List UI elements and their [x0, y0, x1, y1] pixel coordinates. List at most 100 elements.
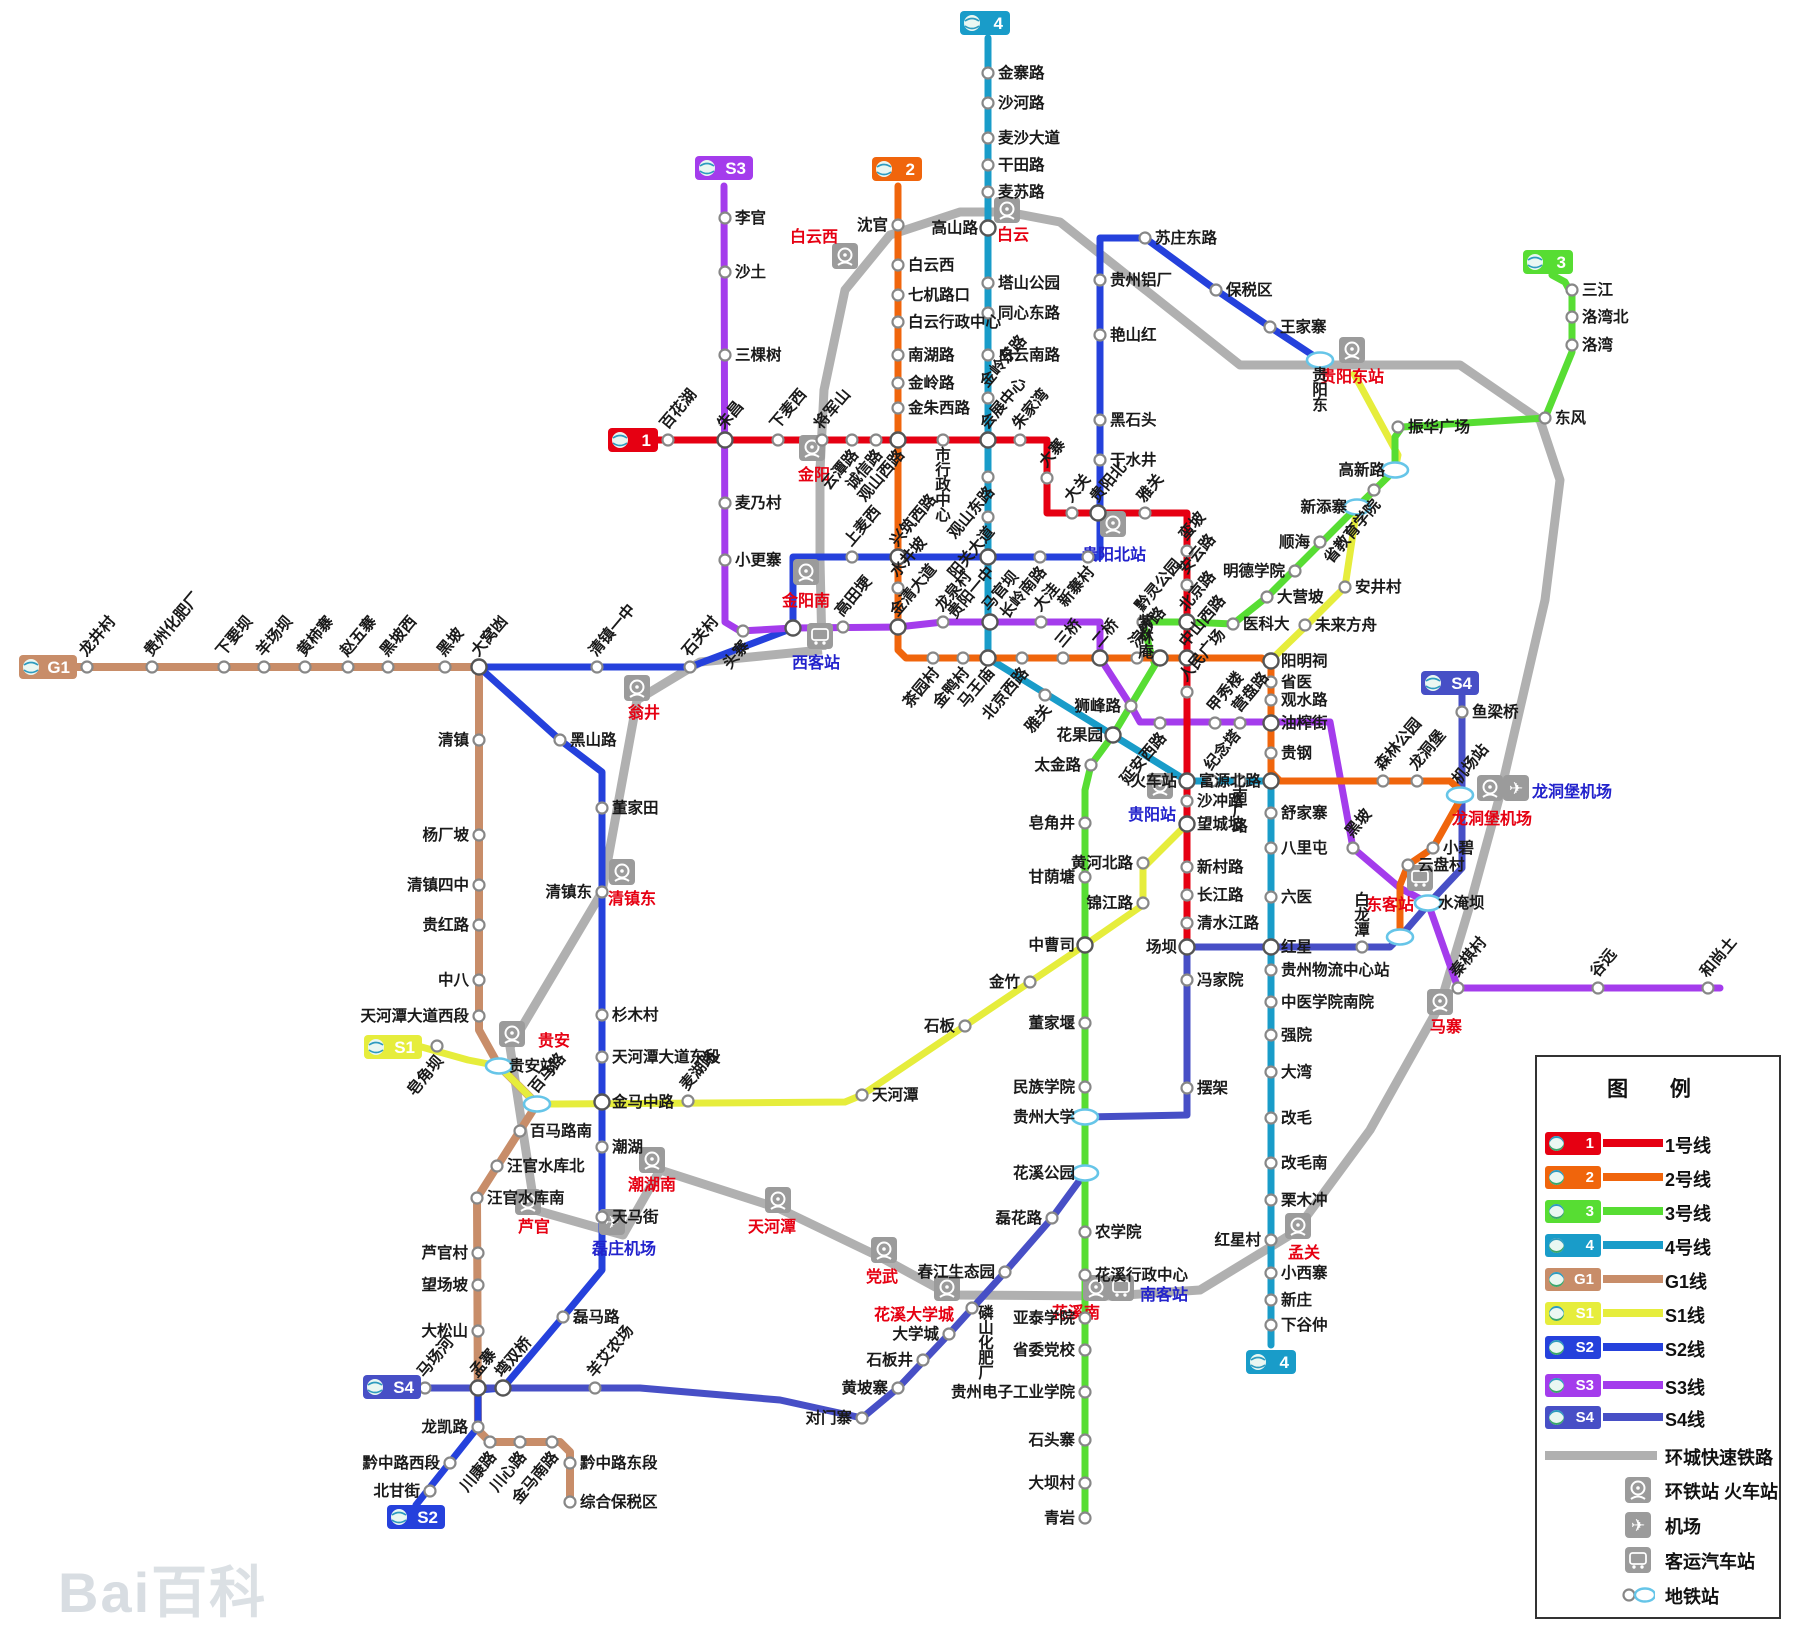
station-潮湖[interactable] [595, 1140, 609, 1154]
station-清镇四中[interactable] [472, 878, 486, 892]
station-蛮坡[interactable] [1180, 544, 1194, 558]
station-下麦西[interactable] [771, 433, 785, 447]
station-大湾[interactable] [1264, 1065, 1278, 1079]
station-清水江路[interactable] [1180, 916, 1194, 930]
station-黄坡寨[interactable] [891, 1381, 905, 1395]
station-长岭南路[interactable] [1033, 550, 1047, 564]
station-塔山公园[interactable] [981, 276, 995, 290]
station-石头寨[interactable] [1078, 1433, 1092, 1447]
station-杨厂坡[interactable] [472, 828, 486, 842]
station-东客站[interactable] [1385, 928, 1415, 946]
station-冯家院[interactable] [1180, 973, 1194, 987]
station-省医[interactable] [1264, 675, 1278, 689]
station-头寨[interactable] [736, 624, 750, 638]
station-皂角坝[interactable] [430, 1039, 444, 1053]
station-高田埂[interactable] [836, 620, 850, 634]
station-安云路[interactable] [1180, 578, 1194, 592]
station-麦苏路[interactable] [981, 185, 995, 199]
station-马王庙[interactable] [979, 649, 997, 667]
station-龙凯路[interactable] [471, 1420, 485, 1434]
station-长江路[interactable] [1180, 888, 1194, 902]
station-川康路[interactable] [483, 1435, 497, 1449]
station-强院[interactable] [1264, 1028, 1278, 1042]
station-孟寨[interactable] [469, 1379, 487, 1397]
station-锦江路[interactable] [1136, 896, 1150, 910]
station-新村路[interactable] [1180, 860, 1194, 874]
station-黔灵公园[interactable] [1136, 615, 1150, 629]
station-天河潭[interactable] [855, 1088, 869, 1102]
station-黄柿寨[interactable] [298, 660, 312, 674]
station-诚信路[interactable] [869, 433, 883, 447]
station-苏庄东路[interactable] [1138, 231, 1152, 245]
station-汪官水库北[interactable] [490, 1159, 504, 1173]
station-高山路[interactable] [979, 219, 997, 237]
station-王家寨[interactable] [1263, 320, 1277, 334]
station-贵州电子工业学院[interactable] [1078, 1385, 1092, 1399]
station-董家田[interactable] [595, 801, 609, 815]
station-亚泰学院[interactable] [1078, 1311, 1092, 1325]
station-沈官[interactable] [891, 218, 905, 232]
station-小西寨[interactable] [1264, 1266, 1278, 1280]
station-花溪行政中心[interactable] [1078, 1268, 1092, 1282]
station-艳山红[interactable] [1093, 328, 1107, 342]
station-高新路[interactable] [1380, 461, 1410, 479]
station-羊场坝[interactable] [257, 660, 271, 674]
station-贵钢[interactable] [1264, 746, 1278, 760]
station-对门寨[interactable] [855, 1411, 869, 1425]
station-花果园[interactable] [1104, 726, 1122, 744]
station-金鸭村[interactable] [956, 651, 970, 665]
station-大营坡[interactable] [1260, 590, 1274, 604]
station-磊花路[interactable] [1045, 1211, 1059, 1225]
station-白云南路[interactable] [981, 348, 995, 362]
station-金马南路[interactable] [545, 1435, 559, 1449]
station-南厂路[interactable] [1233, 774, 1247, 788]
station-羊艾农场[interactable] [588, 1381, 602, 1395]
station-顺海[interactable] [1313, 535, 1327, 549]
station-洛湾北[interactable] [1565, 310, 1579, 324]
station-纪念塔[interactable] [1205, 774, 1219, 788]
station-石关村[interactable] [683, 660, 697, 674]
station-皂角井[interactable] [1078, 816, 1092, 830]
station-紫林庵[interactable] [1151, 649, 1169, 667]
station-赵五寨[interactable] [341, 660, 355, 674]
station-会展中心[interactable] [979, 431, 997, 449]
station-龙泉村[interactable] [936, 615, 950, 629]
station-秦棋村[interactable] [1451, 981, 1465, 995]
station-沙土[interactable] [718, 265, 732, 279]
station-百花湖[interactable] [661, 433, 675, 447]
station-黔中路西段[interactable] [443, 1456, 457, 1470]
station-汪官水库南[interactable] [470, 1191, 484, 1205]
station-北甘街[interactable] [423, 1484, 437, 1498]
station-大寨[interactable] [1040, 471, 1054, 485]
station-阳明祠[interactable] [1262, 652, 1280, 670]
station-甲秀楼[interactable] [1208, 716, 1222, 730]
station-天河潭大道东段[interactable] [595, 1050, 609, 1064]
station-改毛[interactable] [1264, 1111, 1278, 1125]
station-甘荫塘[interactable] [1078, 870, 1092, 884]
station-黔中路东段[interactable] [563, 1456, 577, 1470]
station-磷山化肥厂[interactable] [965, 1301, 979, 1315]
station-下谷仲[interactable] [1264, 1318, 1278, 1332]
station-三江[interactable] [1565, 283, 1579, 297]
station-白龙潭[interactable] [1355, 940, 1369, 954]
station-云潭路[interactable] [845, 433, 859, 447]
station-将军山[interactable] [815, 433, 829, 447]
station-中医学院南院[interactable] [1264, 995, 1278, 1009]
station-石板[interactable] [958, 1019, 972, 1033]
station-太金路[interactable] [1084, 758, 1098, 772]
station-麦湖路[interactable] [681, 1094, 695, 1108]
station-金清大道[interactable] [889, 618, 907, 636]
station-朱家湾[interactable] [1013, 433, 1027, 447]
station-摆架[interactable] [1180, 1081, 1194, 1095]
station-火车站[interactable] [1178, 772, 1196, 790]
station-鱼梁桥[interactable] [1455, 705, 1469, 719]
station-大学城[interactable] [942, 1327, 956, 1341]
station-黑坡西[interactable] [381, 660, 395, 674]
station-谷远[interactable] [1591, 981, 1605, 995]
station-民族学院[interactable] [1078, 1080, 1092, 1094]
station-中曹司[interactable] [1076, 936, 1094, 954]
station-狮峰路[interactable] [1124, 699, 1138, 713]
station-三桥[interactable] [1056, 651, 1070, 665]
station-贵州化肥厂[interactable] [145, 660, 159, 674]
station-贵红路[interactable] [472, 918, 486, 932]
